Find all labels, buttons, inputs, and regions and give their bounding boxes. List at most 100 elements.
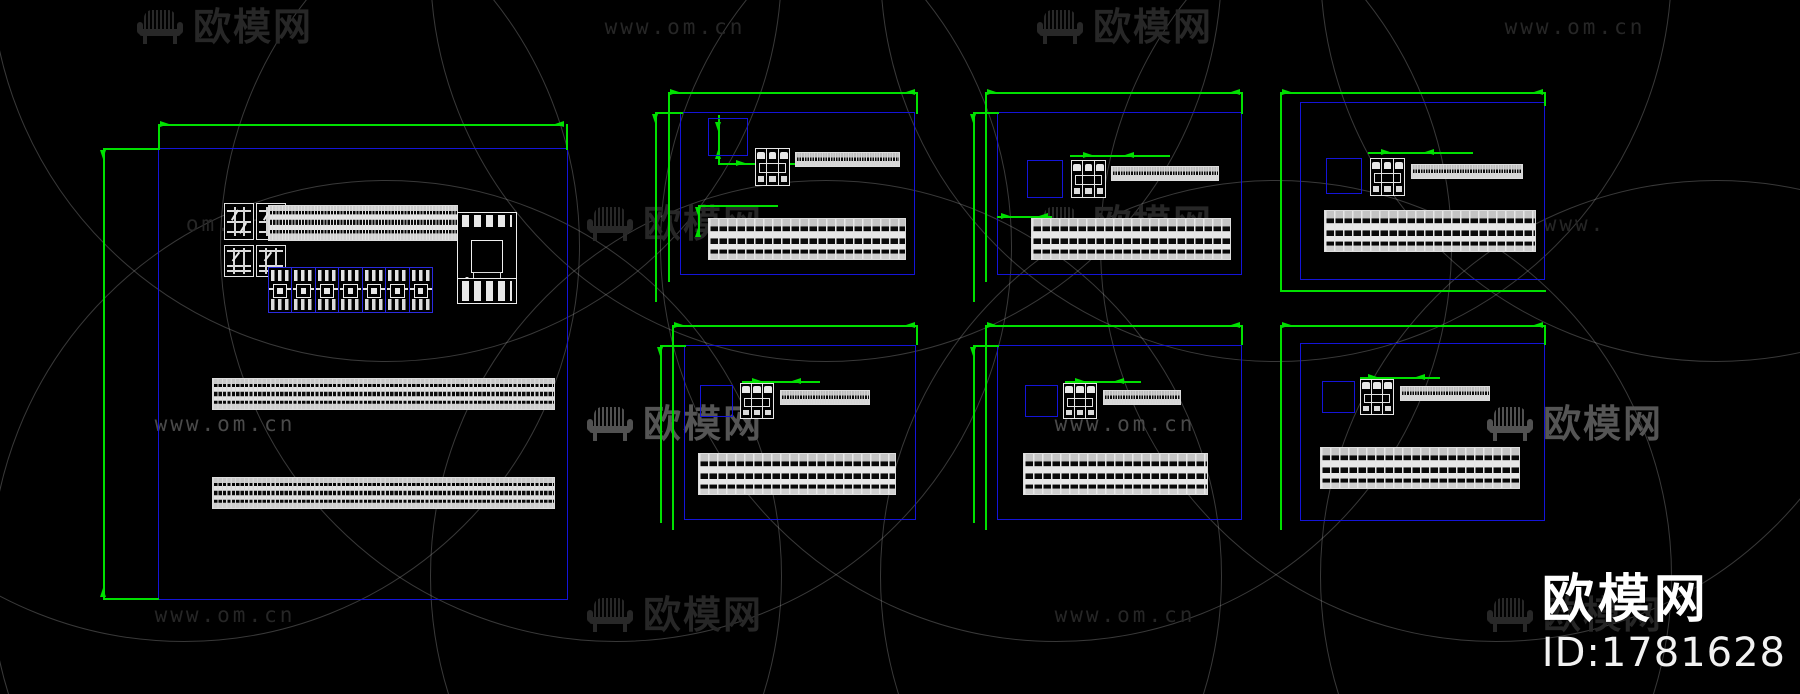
terminal-strip-bottom[interactable] xyxy=(212,477,555,509)
panel-outline xyxy=(1300,343,1545,521)
sub-panel-6[interactable] xyxy=(1268,305,1568,545)
device-outline xyxy=(1326,158,1362,194)
main-distribution-panel[interactable] xyxy=(0,0,640,694)
dimension-arrow xyxy=(674,321,683,328)
sub-panel-1[interactable] xyxy=(640,70,940,302)
dimension-arrow xyxy=(1425,148,1434,155)
mcb-group[interactable] xyxy=(315,268,340,312)
dimension-arrow xyxy=(714,150,721,159)
mcb-pole xyxy=(741,384,752,418)
dimension-arrow xyxy=(656,347,663,356)
panel-outline xyxy=(997,112,1242,275)
terminal-strip-lower[interactable] xyxy=(708,218,906,260)
dimension-line-top xyxy=(985,325,1243,327)
dimension-arrow xyxy=(1368,373,1377,380)
terminal-strip-lower[interactable] xyxy=(1031,218,1231,260)
terminal-strip-upper[interactable] xyxy=(1411,164,1523,179)
dimension-line-top xyxy=(1280,92,1546,94)
dimension-arrow xyxy=(1381,148,1390,155)
dimension-arrow xyxy=(987,88,996,95)
mcb-pole xyxy=(763,384,773,418)
terminal-strip-lower[interactable] xyxy=(1320,447,1520,489)
sub-panel-3[interactable] xyxy=(1268,70,1568,300)
device-outline xyxy=(700,385,733,417)
dimension-line-inner xyxy=(1368,152,1473,154)
terminal-strip-upper[interactable] xyxy=(780,390,870,405)
dimension-extension xyxy=(1280,325,1282,530)
dimension-line-inner xyxy=(1065,381,1141,383)
terminal-strip-middle[interactable] xyxy=(212,378,555,410)
mcb-small[interactable] xyxy=(1360,379,1394,415)
device-outline xyxy=(708,118,748,156)
watermark-url: www.om.cn xyxy=(1504,15,1646,39)
terminal-strip-upper[interactable] xyxy=(1103,390,1181,405)
mcb-bank[interactable] xyxy=(268,267,433,313)
terminal-strip-top[interactable] xyxy=(268,205,458,241)
terminal-strip-lower[interactable] xyxy=(698,453,896,495)
dimension-line-left xyxy=(973,112,975,302)
mcb-small[interactable] xyxy=(755,148,790,186)
sub-panel-4[interactable] xyxy=(640,305,940,545)
dimension-extension xyxy=(698,205,700,237)
mcb-group[interactable] xyxy=(386,268,410,312)
mcb-pole xyxy=(1383,380,1393,414)
mcb-group[interactable] xyxy=(292,268,316,312)
mcb-pole xyxy=(1064,384,1075,418)
dimension-line-top xyxy=(672,325,918,327)
mcb-small[interactable] xyxy=(1370,158,1405,196)
dimension-line-inner xyxy=(1070,155,1170,157)
dimension-arrow xyxy=(670,88,679,95)
mcb-group[interactable] xyxy=(269,268,293,312)
dimension-arrow xyxy=(694,228,701,237)
sub-panel-5[interactable] xyxy=(965,305,1265,545)
watermark-cell: www.om.cn xyxy=(900,596,1350,634)
mcb-small[interactable] xyxy=(1071,160,1106,198)
relay-device[interactable] xyxy=(224,245,254,277)
dimension-line-inner xyxy=(742,381,820,383)
panel-outline xyxy=(684,345,916,520)
dimension-line-left xyxy=(973,345,975,523)
dimension-extension xyxy=(973,112,999,114)
mccb-lower-terminals[interactable] xyxy=(457,278,517,304)
dimension-arrow xyxy=(555,120,564,127)
terminal-strip-upper[interactable] xyxy=(1111,166,1219,181)
terminal-strip-upper[interactable] xyxy=(1400,386,1490,401)
dimension-extension xyxy=(916,325,918,345)
mcb-small[interactable] xyxy=(740,383,774,419)
dimension-extension xyxy=(1280,290,1546,292)
mcb-group[interactable] xyxy=(362,268,387,312)
dimension-arrow xyxy=(1231,88,1240,95)
relay-device[interactable] xyxy=(224,203,254,240)
dimension-extension xyxy=(1241,325,1243,345)
dimension-arrow xyxy=(969,347,976,356)
dimension-line-top xyxy=(985,92,1243,94)
terminal-strip-lower[interactable] xyxy=(1324,210,1536,252)
mcb-pole xyxy=(1072,161,1084,197)
dimension-line-top xyxy=(668,92,918,94)
dimension-line-inner xyxy=(698,205,778,207)
dimension-arrow xyxy=(1001,212,1010,219)
dimension-line-left xyxy=(655,112,657,302)
dimension-extension xyxy=(668,92,670,282)
panel-outline xyxy=(997,345,1242,520)
dimension-arrow xyxy=(651,114,658,123)
dimension-arrow xyxy=(1534,321,1543,328)
panel-outline xyxy=(1300,102,1545,280)
dimension-extension xyxy=(985,92,987,282)
terminal-strip-upper[interactable] xyxy=(795,152,900,167)
dimension-arrow xyxy=(1416,373,1425,380)
panel-outline xyxy=(158,148,568,600)
terminal-strip-lower[interactable] xyxy=(1023,453,1208,495)
sofa-icon xyxy=(1486,598,1533,632)
dimension-extension xyxy=(566,124,568,150)
device-outline xyxy=(1025,385,1058,417)
mcb-group[interactable] xyxy=(409,268,432,312)
dimension-extension xyxy=(1241,92,1243,114)
mcb-group[interactable] xyxy=(339,268,363,312)
dimension-arrow xyxy=(1125,151,1134,158)
mcb-pole xyxy=(1371,159,1383,195)
dimension-extension xyxy=(103,148,159,150)
mcb-small[interactable] xyxy=(1063,383,1097,419)
sub-panel-2[interactable] xyxy=(965,70,1265,302)
